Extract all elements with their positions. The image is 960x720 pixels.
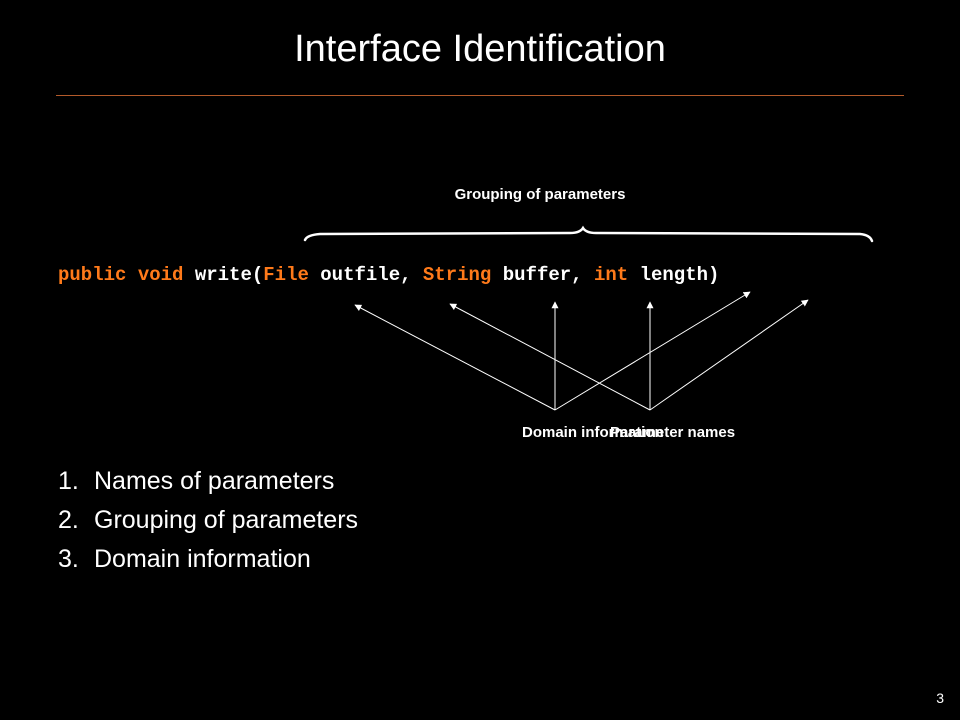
code-token <box>309 264 320 286</box>
parameter-names-label: Parameter names <box>610 424 736 441</box>
code-token <box>628 264 639 286</box>
grouping-label: Grouping of parameters <box>454 186 626 203</box>
param-arrow-length <box>649 299 809 411</box>
code-token: length) <box>639 264 720 286</box>
domain-arrow-file <box>354 304 556 411</box>
code-keyword: void <box>137 264 184 286</box>
code-token <box>183 264 194 286</box>
grouping-brace <box>303 225 874 243</box>
slide-title: Interface Identification <box>294 28 666 70</box>
title-divider <box>56 95 904 96</box>
list-item: 2.Grouping of parameters <box>58 506 359 534</box>
code-token <box>412 264 423 286</box>
method-signature: public void write(File outfile, String b… <box>58 264 719 286</box>
code-token <box>126 264 137 286</box>
code-token: write( <box>194 264 264 286</box>
code-token <box>491 264 502 286</box>
list-item: 3.Domain information <box>58 545 311 573</box>
annotation-labels: Domain information Parameter names <box>0 424 960 446</box>
code-keyword: public <box>58 264 127 286</box>
code-keyword: String <box>422 264 492 286</box>
code-keyword: int <box>593 264 629 286</box>
code-token <box>583 264 594 286</box>
code-token: outfile, <box>320 264 412 286</box>
list-item: 1.Names of parameters <box>58 467 335 495</box>
points-list: 1.Names of parameters 2.Grouping of para… <box>58 462 358 579</box>
code-token: buffer, <box>502 264 583 286</box>
code-keyword: File <box>263 264 309 286</box>
domain-information-label: Domain information <box>522 424 664 441</box>
page-number: 3 <box>936 690 944 706</box>
domain-arrow-int <box>554 291 751 411</box>
param-arrow-outfile <box>449 303 651 411</box>
